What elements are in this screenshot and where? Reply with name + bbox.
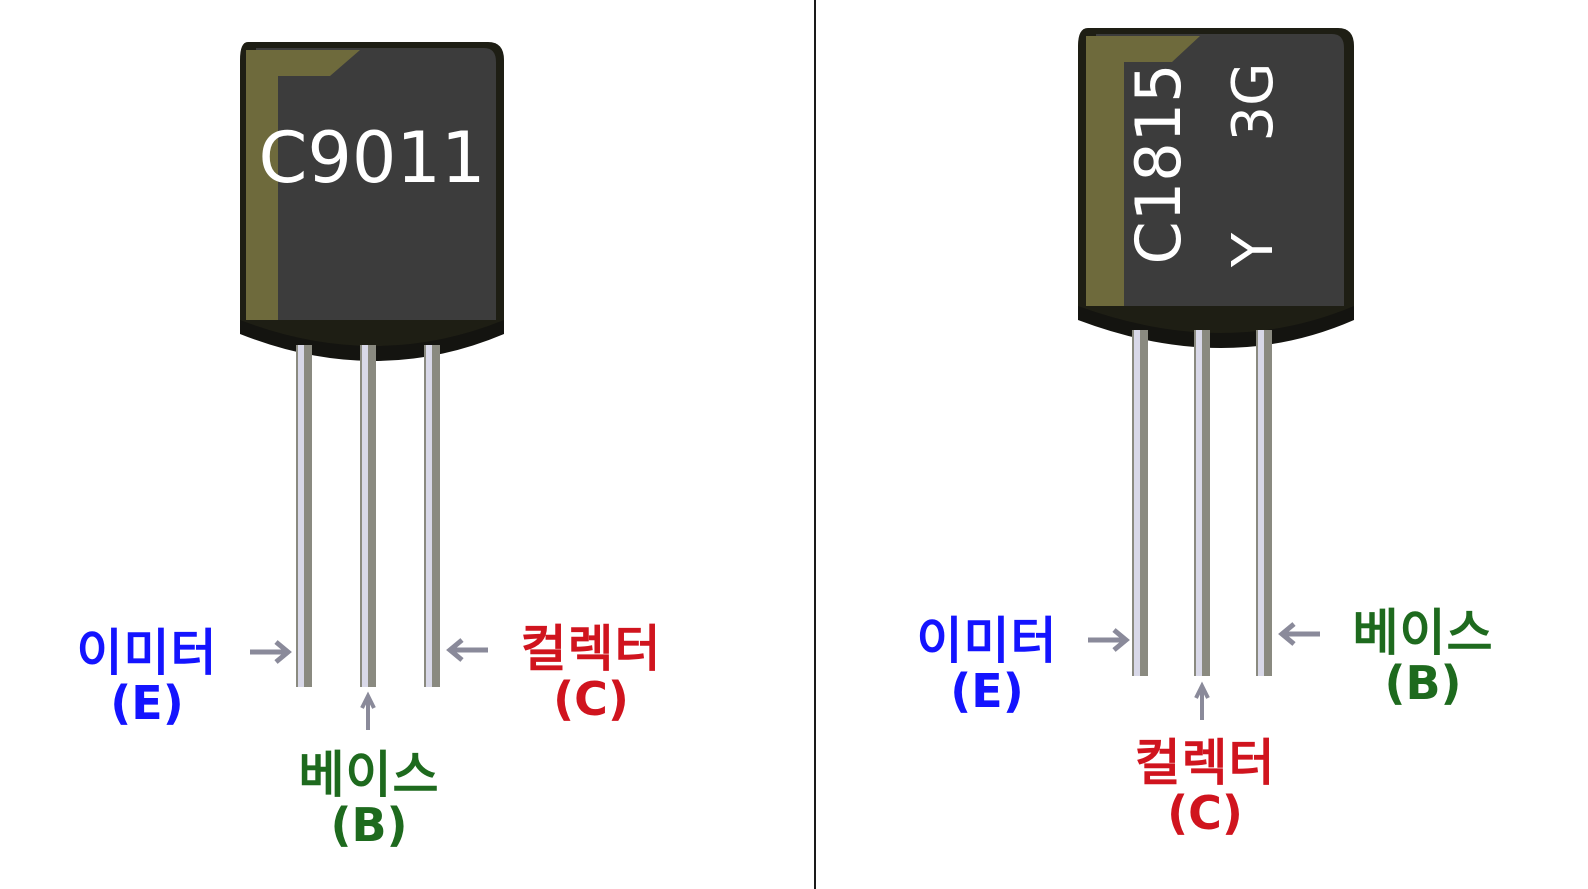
label-base: 베이스 (B)	[1338, 608, 1508, 706]
arrow-emitter	[1088, 628, 1130, 652]
part-number: C9011	[258, 117, 485, 199]
part-number: C1815	[1122, 63, 1195, 264]
transistor-body-highlight	[1086, 36, 1200, 306]
label-collector: 컬렉터 (C)	[506, 624, 676, 722]
arrow-base	[1278, 622, 1320, 646]
label-base: 베이스 (B)	[284, 750, 454, 848]
arrow-base	[360, 691, 376, 730]
marking-y: Y	[1221, 232, 1286, 268]
label-emitter-symbol: (E)	[950, 664, 1024, 718]
label-emitter: 이미터 (E)	[902, 616, 1072, 714]
label-base-name: 베이스	[298, 746, 440, 804]
c1815-transistor: C1815 Y 3G	[1078, 28, 1354, 720]
label-base-name: 베이스	[1352, 604, 1494, 662]
label-collector: 컬렉터 (C)	[1120, 738, 1290, 836]
pane-divider	[814, 0, 816, 889]
label-base-symbol: (B)	[1384, 656, 1462, 710]
label-collector-name: 컬렉터	[520, 620, 662, 678]
label-emitter-name: 이미터	[916, 612, 1058, 670]
label-collector-symbol: (C)	[553, 672, 629, 726]
label-collector-name: 컬렉터	[1134, 734, 1276, 792]
label-emitter: 이미터 (E)	[62, 628, 232, 726]
label-emitter-symbol: (E)	[110, 676, 184, 730]
c1815-pane: C1815 Y 3G 이미터 (E)	[816, 0, 1588, 889]
label-collector-symbol: (C)	[1167, 786, 1243, 840]
transistor-body-face	[1096, 34, 1344, 306]
transistor-body-face	[256, 48, 496, 320]
c9011-pane: C9011 이미터 (E)	[62, 42, 676, 848]
c9011-transistor: C9011	[240, 42, 504, 730]
arrow-collector	[446, 638, 488, 662]
arrow-emitter	[250, 640, 292, 664]
label-base-symbol: (B)	[330, 798, 408, 852]
label-emitter-name: 이미터	[76, 624, 218, 682]
marking-3g: 3G	[1221, 62, 1286, 141]
transistor-body-highlight	[246, 50, 360, 320]
arrow-collector	[1194, 681, 1210, 720]
